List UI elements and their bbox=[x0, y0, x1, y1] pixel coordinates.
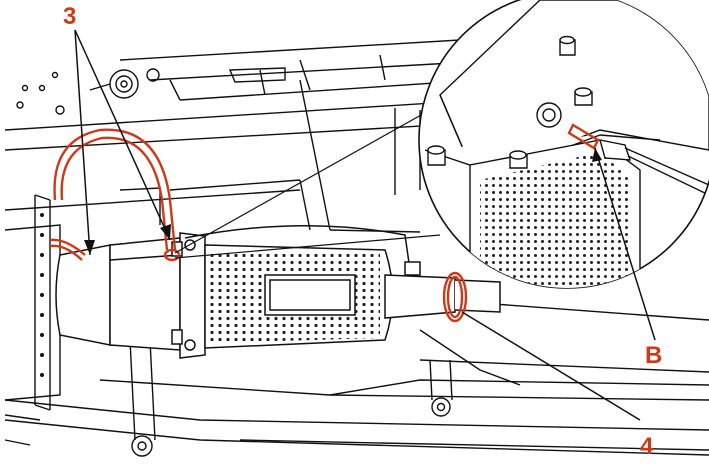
sensor-tip bbox=[567, 123, 600, 150]
highlighted-parts bbox=[49, 128, 468, 323]
inlet-cone bbox=[55, 244, 111, 346]
detail-magnifier bbox=[418, 0, 709, 289]
leader-arrows bbox=[84, 148, 602, 255]
zoom-indicator-lines bbox=[174, 109, 441, 259]
pressure-hose-upper bbox=[53, 128, 177, 251]
callout-label-3: 3 bbox=[63, 3, 77, 30]
hose-clamp bbox=[442, 271, 468, 323]
hose-connector bbox=[163, 248, 181, 262]
mounting-bolts bbox=[427, 35, 593, 169]
outlet-pipe bbox=[384, 274, 456, 319]
leader-lines bbox=[74, 29, 656, 421]
callout-label-b: B bbox=[645, 342, 663, 369]
catalytic-converter bbox=[109, 237, 181, 351]
callout-label-4: 4 bbox=[640, 433, 654, 460]
pressure-hose-lower bbox=[49, 238, 86, 256]
pressure-sensor bbox=[599, 139, 631, 161]
exhaust-assembly bbox=[55, 224, 501, 359]
vehicle-underbody bbox=[4, 34, 709, 457]
converter-flange bbox=[179, 232, 206, 359]
